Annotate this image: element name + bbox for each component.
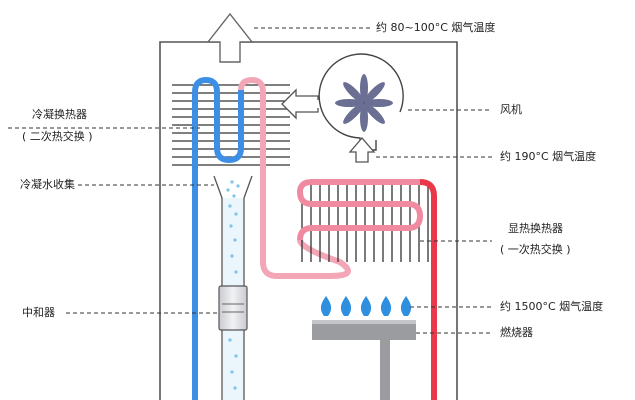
label-flame-temp: 约 1500°C 烟气温度 — [500, 300, 604, 313]
burner — [312, 320, 416, 400]
exhaust-arrow — [206, 12, 254, 63]
fan — [318, 53, 404, 151]
label-exhaust-temp: 约 80~100°C 烟气温度 — [376, 21, 496, 34]
label-condensing-hx-sub: ( 二次热交换 ) — [22, 130, 93, 143]
label-neutralizer: 中和器 — [22, 306, 55, 319]
label-condensing-hx: 冷凝换热器 — [32, 108, 87, 121]
fan-outflow-arrow — [281, 88, 319, 120]
label-sensible-hx: 显热换热器 — [508, 222, 563, 235]
cold-water-pipe — [192, 77, 244, 400]
label-burner: 燃烧器 — [500, 326, 533, 339]
condensate-drops — [226, 180, 240, 390]
boiler-casing — [159, 41, 458, 400]
burner-flames — [320, 296, 412, 316]
condensing-fins — [172, 84, 290, 166]
label-condensate-collector: 冷凝水收集 — [20, 178, 75, 191]
fan-housing — [318, 53, 404, 151]
neutralizer — [218, 285, 248, 331]
hot-water-pipe — [419, 179, 437, 400]
primary-fins — [301, 182, 429, 262]
fan-inflow-arrow — [348, 137, 376, 163]
fan-blades — [335, 74, 393, 132]
label-fan: 风机 — [500, 103, 522, 116]
warm-water-pipe — [238, 77, 351, 279]
label-sensible-hx-sub: ( 一次热交换 ) — [500, 243, 571, 256]
primary-coil-warm — [297, 179, 423, 241]
label-fan-temp: 约 190°C 烟气温度 — [500, 150, 597, 163]
